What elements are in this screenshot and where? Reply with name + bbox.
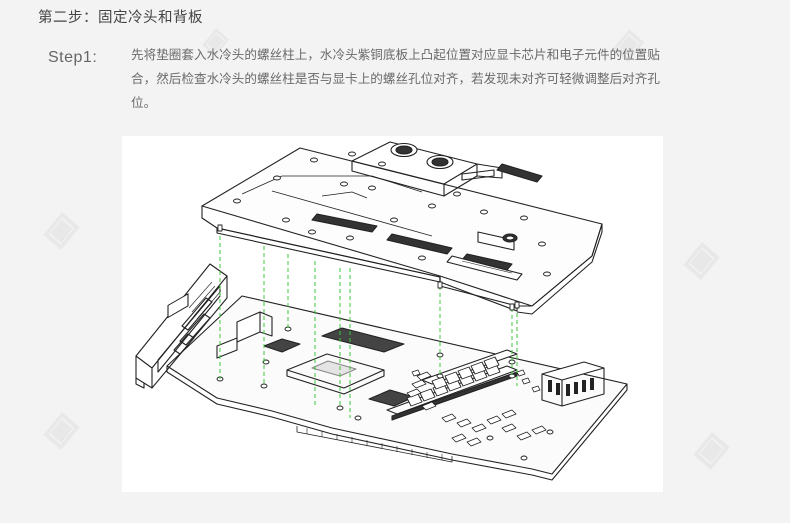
- step-label: Step1:: [48, 49, 98, 66]
- power-connector: [216, 311, 273, 359]
- smd-components: [406, 369, 547, 447]
- eight-pin-connector: [541, 361, 605, 407]
- step-description: 先将垫圈套入水冷头的螺丝柱上，水冷头紫铜底板上凸起位置对应显卡芯片和电子元件的位…: [131, 47, 660, 110]
- section-title: 第二步：固定冷头和背板: [38, 10, 203, 26]
- watermark-3: ◈: [35, 196, 87, 257]
- gpu-waterblock-exploded-diagram: [135, 141, 628, 481]
- vrm-choke-row: [386, 349, 518, 421]
- standoff-posts: [217, 224, 520, 311]
- logo-badge: [477, 231, 518, 251]
- vram-chip: [263, 327, 415, 407]
- illustration-panel: [122, 136, 663, 492]
- watermark-6: ◈: [685, 416, 737, 477]
- block-screws: [233, 151, 551, 277]
- watermark-5: ◈: [35, 396, 87, 457]
- gpu-core: [286, 353, 385, 395]
- io-bracket: [135, 263, 228, 389]
- watermark-4: ◈: [675, 226, 727, 287]
- alignment-guide-lines: [219, 229, 518, 418]
- water-block: [201, 141, 603, 315]
